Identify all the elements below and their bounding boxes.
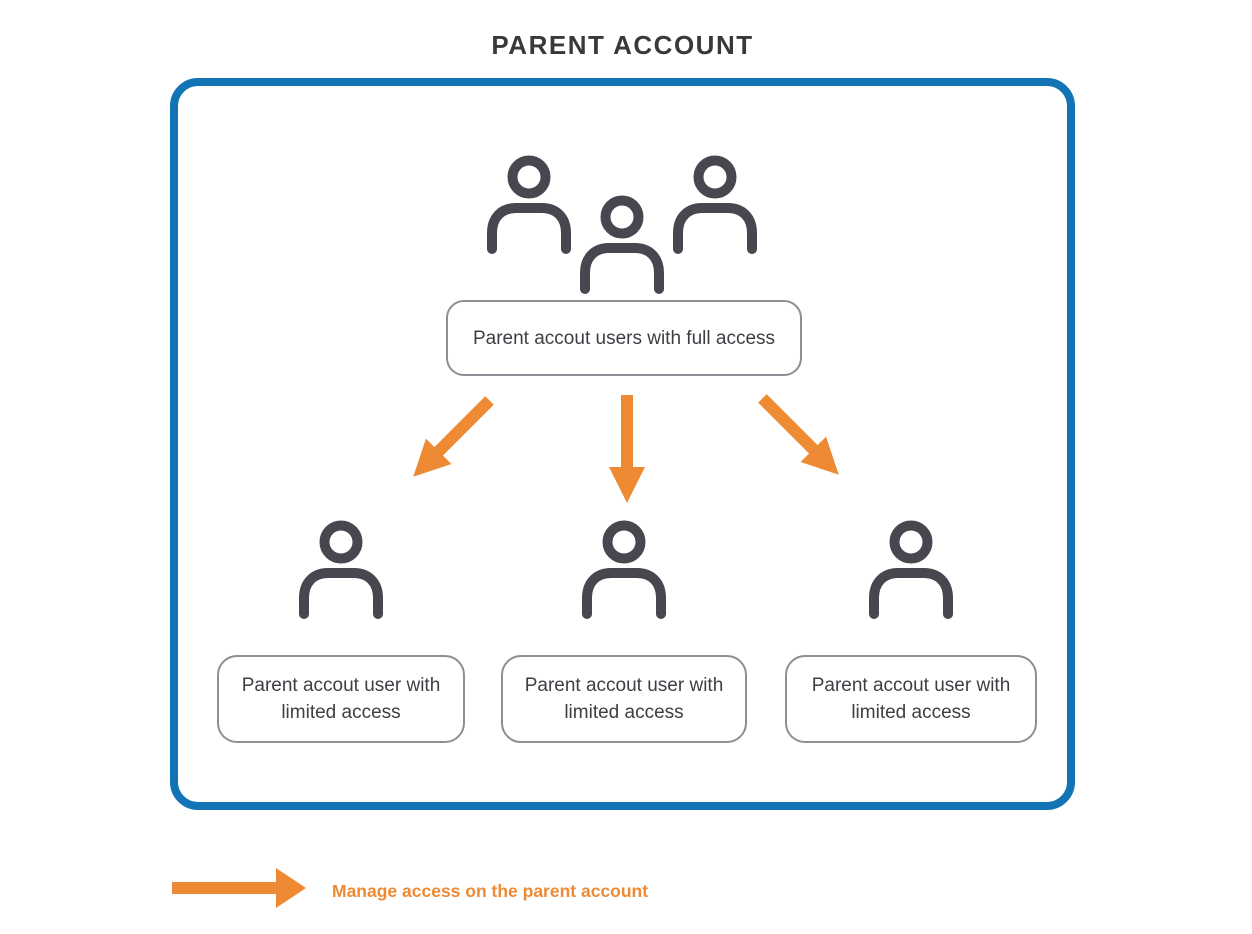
- person-icon: [868, 518, 954, 620]
- person-icon: [672, 153, 758, 255]
- manage-access-arrow-down-left-icon: [396, 386, 503, 493]
- limited-access-label: Parent accout user with limited access: [524, 675, 724, 723]
- person-icon: [298, 518, 384, 620]
- person-icon: [581, 518, 667, 620]
- limited-access-label: Parent accout user with limited access: [811, 675, 1011, 723]
- manage-access-arrow-icon: [172, 866, 306, 910]
- limited-access-label: Parent accout user with limited access: [241, 675, 441, 723]
- limited-access-label-box: Parent accout user with limited access: [501, 655, 747, 743]
- full-access-label-box: Parent accout users with full access: [446, 300, 802, 376]
- full-access-label: Parent accout users with full access: [472, 327, 776, 349]
- manage-access-arrow-down-right-icon: [748, 384, 855, 491]
- limited-access-label-box: Parent accout user with limited access: [785, 655, 1037, 743]
- parent-account-container: Parent accout users with full access: [170, 78, 1075, 810]
- parent-users-group-icon: [486, 153, 758, 295]
- manage-access-arrow-down-icon: [607, 395, 647, 507]
- limited-access-label-box: Parent accout user with limited access: [217, 655, 465, 743]
- diagram-title: PARENT ACCOUNT: [491, 30, 754, 60]
- person-icon: [579, 193, 665, 295]
- legend-label: Manage access on the parent account: [332, 881, 649, 901]
- person-icon: [486, 153, 572, 255]
